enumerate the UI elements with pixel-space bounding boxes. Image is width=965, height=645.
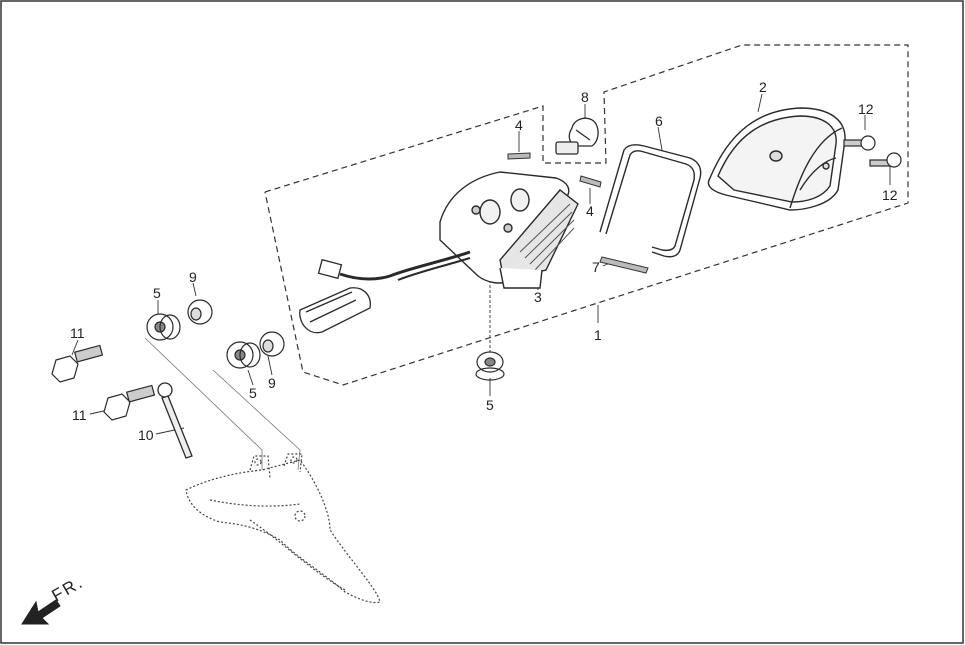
- connector-lines: [144, 337, 301, 471]
- forward-label: FR.: [49, 572, 87, 605]
- callout-11b: 11: [72, 407, 87, 423]
- lens-housing-part: [707, 107, 846, 211]
- callout-11a: 11: [70, 325, 85, 341]
- callout-5a: 5: [153, 285, 161, 301]
- callout-labels: 1 2 3 4 4 5 5 5 6 7 8 9 9 10 11 11 12 12: [70, 79, 898, 443]
- callout-6: 6: [655, 113, 663, 129]
- bulb-part: [555, 117, 599, 155]
- callout-12b: 12: [882, 187, 898, 203]
- callout-5c: 5: [486, 397, 494, 413]
- leader-lines: [71, 93, 891, 435]
- rear-fender-outline: [185, 453, 381, 604]
- callout-5b: 5: [249, 385, 257, 401]
- callout-3: 3: [534, 289, 542, 305]
- callout-9b: 9: [268, 375, 276, 391]
- forward-direction-arrow: FR.: [21, 572, 87, 625]
- callout-9a: 9: [189, 269, 197, 285]
- callout-4a: 4: [515, 117, 523, 133]
- callout-2: 2: [759, 79, 767, 95]
- gasket-part: [599, 144, 702, 258]
- callout-8: 8: [581, 89, 589, 105]
- callout-7: 7: [592, 259, 600, 275]
- screw-part-12: [843, 135, 902, 168]
- callout-12a: 12: [858, 101, 874, 117]
- callout-1: 1: [594, 327, 602, 343]
- bolt-part-11: [51, 344, 156, 421]
- callout-10: 10: [138, 427, 154, 443]
- light-body-part: [439, 171, 579, 289]
- strap-part-10: [157, 382, 193, 459]
- wiring-harness-part: [299, 250, 471, 334]
- strip-part-7: [599, 256, 649, 274]
- pad-part-4: [507, 152, 602, 188]
- grommet-part-5: [146, 313, 505, 381]
- collar-part-9: [187, 299, 285, 357]
- callout-4b: 4: [586, 203, 594, 219]
